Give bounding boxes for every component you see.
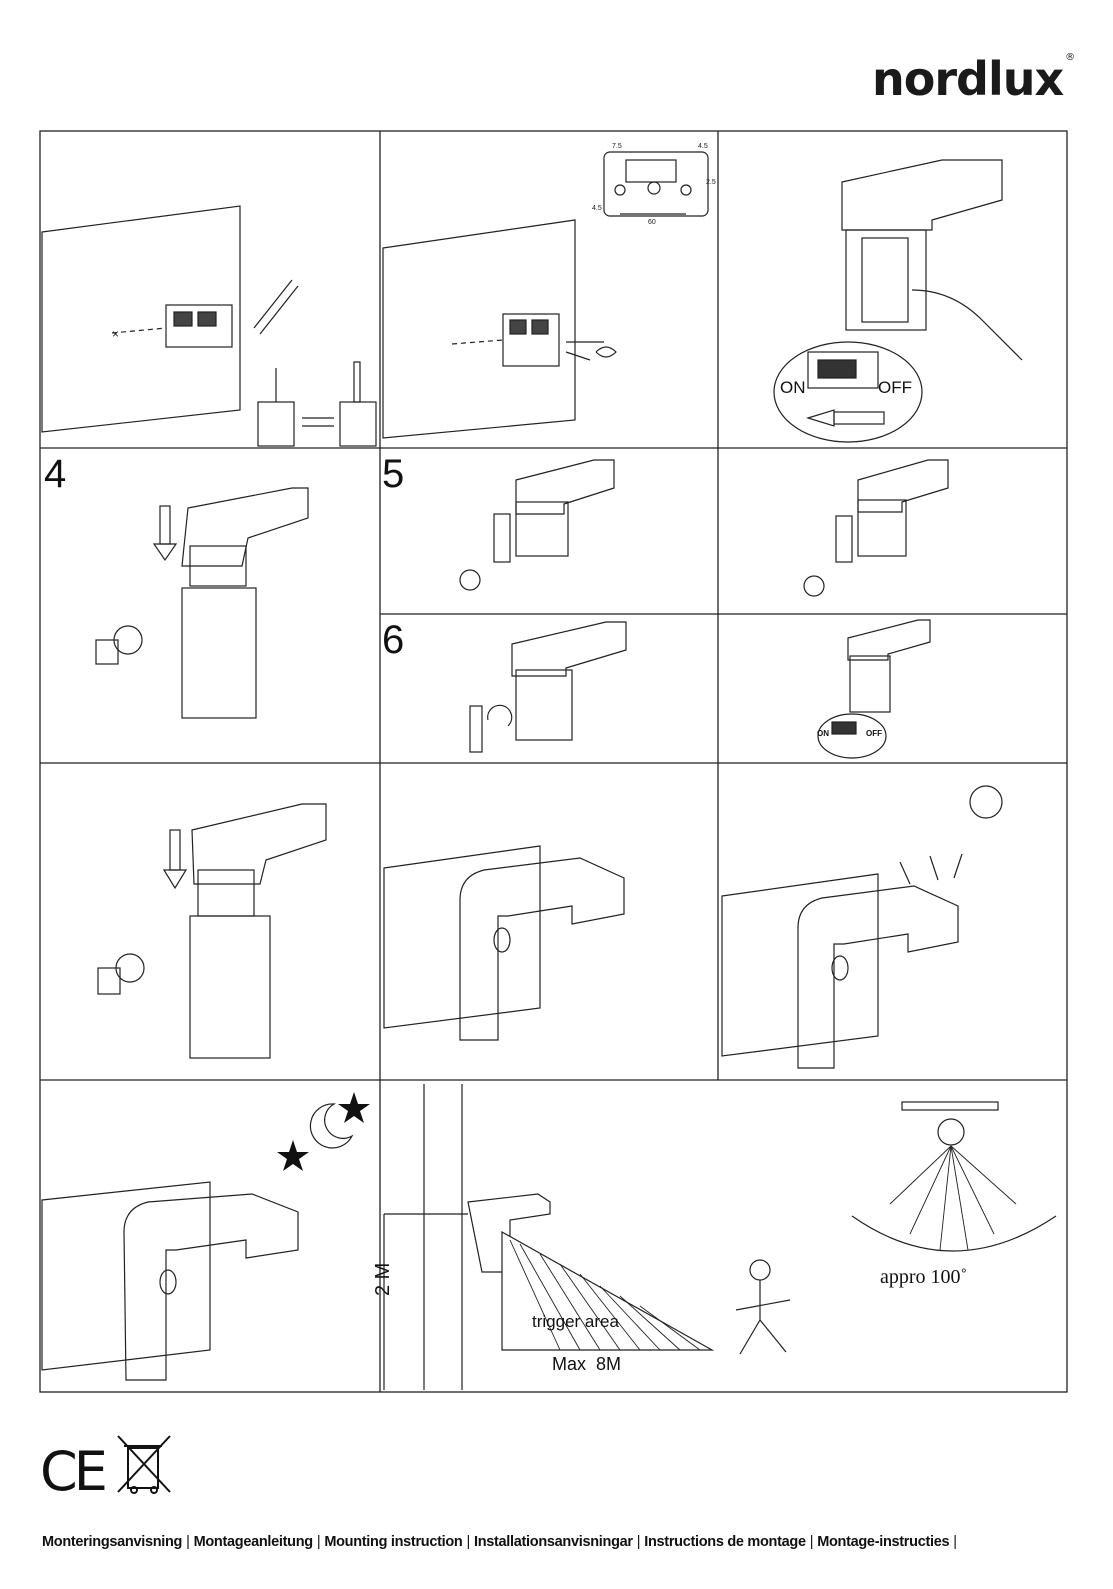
dim-1: 7.5 — [612, 143, 622, 150]
panel-installed — [384, 786, 1002, 1068]
weee-bin-icon — [118, 1436, 170, 1493]
dim-2: 4.5 — [698, 143, 708, 150]
panel-fix-plate — [383, 152, 708, 438]
trigger-area-label: trigger area — [532, 1312, 619, 1332]
panel-night — [42, 1104, 352, 1380]
step-number-5: 5 — [382, 452, 404, 497]
panel-slide-down — [98, 804, 326, 1058]
height-label: 2 M — [372, 1263, 395, 1296]
switch-off-label-small: OFF — [866, 729, 882, 738]
footer-item: Installationsanvisningar — [474, 1534, 633, 1550]
footer-item: Montage-instructies — [817, 1534, 949, 1550]
panel-switch-on — [774, 160, 1022, 442]
dim-3: 2.5 — [706, 179, 716, 186]
footer-item: Monteringsanvisning — [42, 1534, 182, 1550]
panel-remove-bracket — [460, 460, 948, 596]
range-label: Max 8M — [552, 1354, 621, 1375]
footer-item: Montageanleitung — [194, 1534, 313, 1550]
panel-mark-holes: × — [42, 206, 376, 446]
switch-off-label: OFF — [878, 378, 912, 398]
switch-on-label: ON — [780, 378, 806, 398]
step-number-4: 4 — [44, 452, 66, 497]
step-number-6: 6 — [382, 618, 404, 663]
footer-item: Mounting instruction — [324, 1534, 462, 1550]
switch-on-label-small: ON — [817, 729, 829, 738]
dim-5: 60 — [648, 219, 656, 226]
svg-text:×: × — [112, 327, 119, 341]
panel-battery — [470, 620, 930, 758]
panel-attach-body — [96, 488, 308, 718]
dim-4: 4.5 — [592, 205, 602, 212]
angle-label: appro 100˚ — [880, 1266, 967, 1289]
panel-detection — [384, 1084, 1056, 1390]
footer-item: Instructions de montage — [644, 1534, 805, 1550]
footer-languages: Monteringsanvisning|Montageanleitung|Mou… — [42, 1534, 961, 1550]
ce-mark: CE — [40, 1440, 104, 1503]
